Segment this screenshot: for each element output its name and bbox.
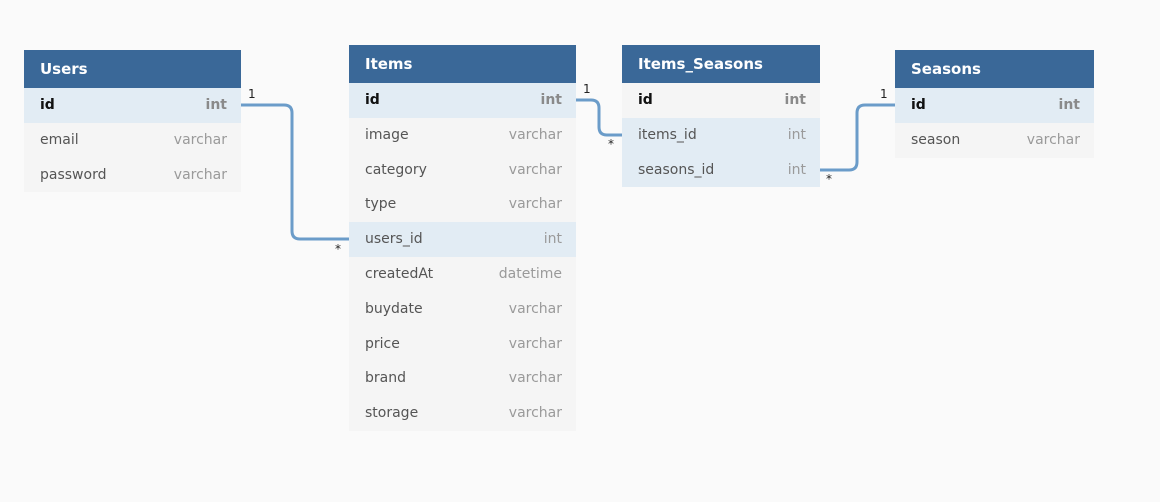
field-name: id [911, 97, 926, 113]
cardinality-one-seasons: 1 [880, 87, 888, 101]
field-type: int [540, 92, 562, 108]
field-row-id[interactable]: id int [24, 88, 241, 123]
field-row-storage[interactable]: storage varchar [349, 396, 576, 431]
relation-users-items [241, 103, 349, 241]
field-type: datetime [498, 265, 562, 282]
field-type: int [787, 126, 806, 143]
field-type: varchar [508, 335, 562, 352]
field-name: id [365, 92, 380, 108]
field-name: email [40, 131, 79, 148]
field-type: varchar [173, 166, 227, 183]
field-name: items_id [638, 126, 697, 143]
table-items[interactable]: Items id int image varchar category varc… [349, 45, 576, 431]
field-row-id[interactable]: id int [622, 83, 820, 118]
field-type: varchar [1026, 131, 1080, 148]
field-type: varchar [508, 161, 562, 178]
field-type: int [784, 92, 806, 108]
field-name: storage [365, 405, 419, 422]
field-row-email[interactable]: email varchar [24, 123, 241, 158]
field-name: image [365, 126, 409, 143]
table-items-seasons[interactable]: Items_Seasons id int items_id int season… [622, 45, 820, 188]
field-row-buydate[interactable]: buydate varchar [349, 292, 576, 327]
field-name: brand [365, 370, 406, 387]
field-row-id[interactable]: id int [349, 83, 576, 118]
field-name: price [365, 335, 400, 352]
field-row-password[interactable]: password varchar [24, 158, 241, 193]
field-row-items-id[interactable]: items_id int [622, 117, 820, 153]
field-type: varchar [508, 126, 562, 143]
field-row-image[interactable]: image varchar [349, 118, 576, 153]
field-row-brand[interactable]: brand varchar [349, 361, 576, 396]
field-name: type [365, 196, 397, 213]
field-name: seasons_id [638, 161, 715, 178]
field-name: users_id [365, 231, 423, 248]
table-header: Items [349, 45, 576, 83]
field-type: varchar [508, 300, 562, 317]
field-row-id[interactable]: id int [895, 88, 1094, 123]
field-row-type[interactable]: type varchar [349, 187, 576, 222]
field-row-category[interactable]: category varchar [349, 153, 576, 188]
field-type: int [205, 97, 227, 113]
field-row-season[interactable]: season varchar [895, 123, 1094, 158]
field-row-seasons-id[interactable]: seasons_id int [622, 152, 820, 188]
field-row-users-id[interactable]: users_id int [349, 222, 576, 257]
field-name: password [40, 166, 107, 183]
relation-seasons-itemsseasons [820, 103, 895, 172]
field-type: int [543, 231, 562, 248]
cardinality-many-itemsseasons: * [608, 137, 614, 151]
field-row-price[interactable]: price varchar [349, 327, 576, 362]
table-header: Items_Seasons [622, 45, 820, 83]
field-name: buydate [365, 300, 423, 317]
field-name: createdAt [365, 265, 434, 282]
relation-items-itemsseasons [576, 98, 622, 137]
cardinality-one-items: 1 [583, 82, 591, 96]
table-seasons[interactable]: Seasons id int season varchar [895, 50, 1094, 158]
table-users[interactable]: Users id int email varchar password varc… [24, 50, 241, 193]
field-type: varchar [508, 370, 562, 387]
field-name: id [638, 92, 653, 108]
field-type: varchar [508, 196, 562, 213]
field-name: category [365, 161, 427, 178]
cardinality-one-users: 1 [248, 87, 256, 101]
field-row-createdat[interactable]: createdAt datetime [349, 257, 576, 292]
field-type: varchar [508, 405, 562, 422]
field-type: varchar [173, 131, 227, 148]
field-name: season [911, 131, 961, 148]
field-type: int [787, 161, 806, 178]
field-name: id [40, 97, 55, 113]
table-header: Seasons [895, 50, 1094, 88]
table-header: Users [24, 50, 241, 88]
field-type: int [1058, 97, 1080, 113]
cardinality-many-seasonsid: * [826, 172, 832, 186]
cardinality-many-items: * [335, 242, 341, 256]
